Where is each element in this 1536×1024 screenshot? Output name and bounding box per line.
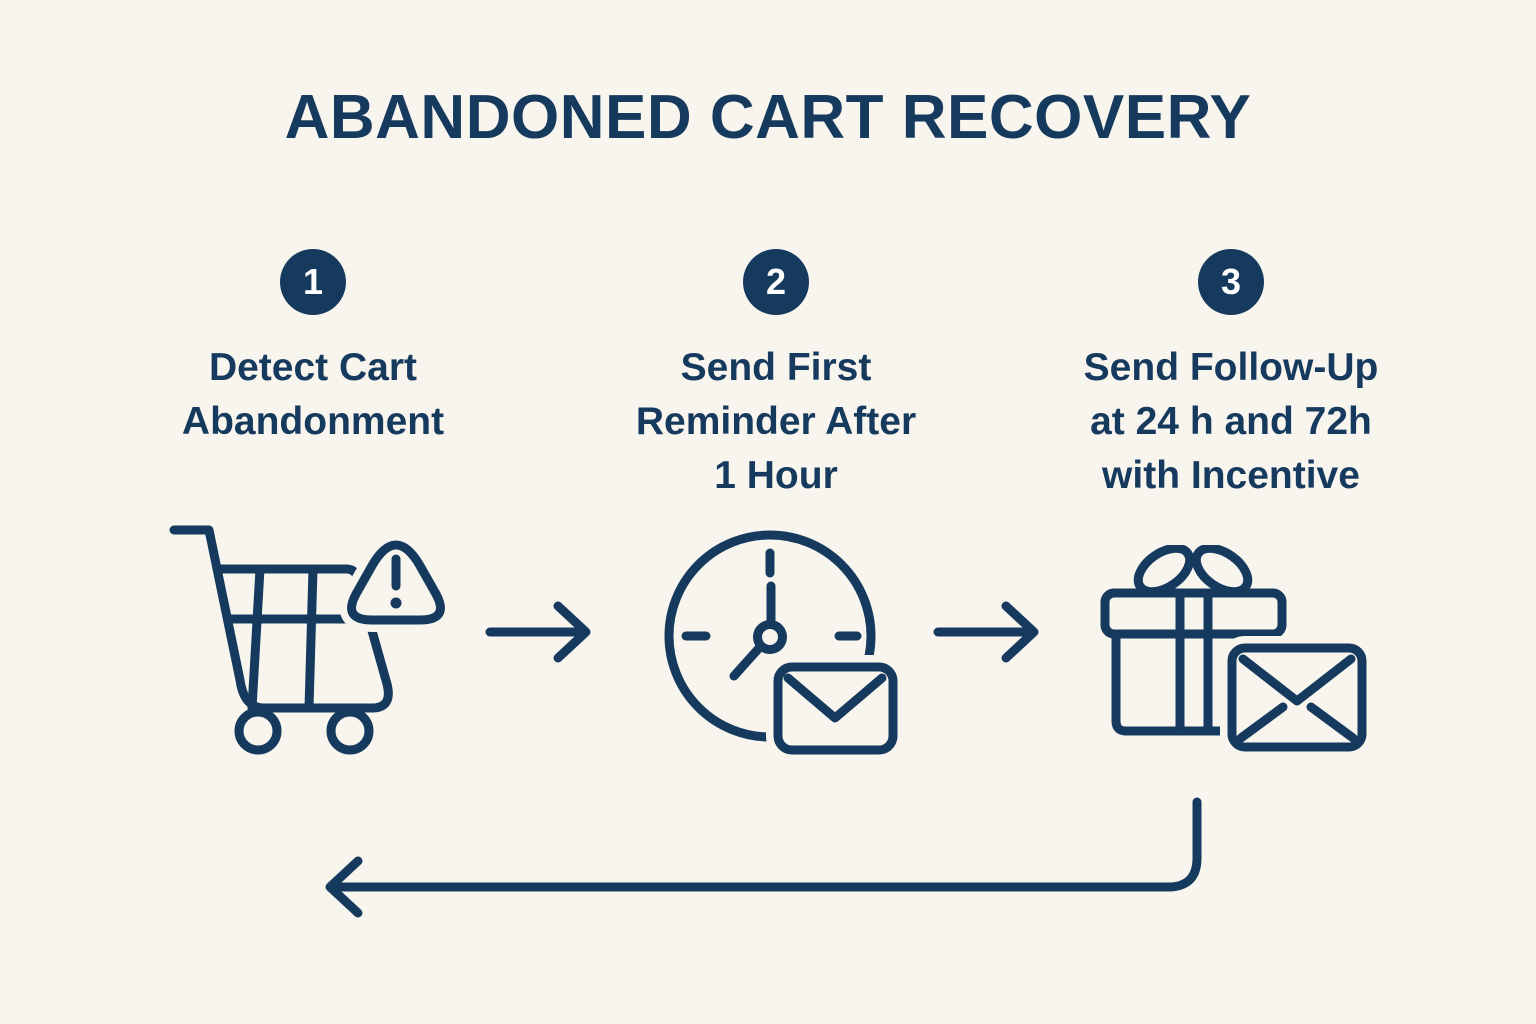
email-icon: [1220, 636, 1370, 759]
label-line: Reminder After: [635, 400, 917, 443]
loop-back-arrow-icon: [325, 797, 1202, 918]
cart-abandonment-icon: [169, 525, 453, 755]
shopping-cart-icon: [169, 525, 393, 755]
step-1-label: Detect Cart Abandonment: [73, 341, 553, 449]
label-line: 1 Hour: [714, 454, 838, 497]
incentive-gift-icon: [1100, 545, 1370, 759]
step-3-number: 3: [1220, 261, 1242, 302]
step-3-badge: 3: [1198, 249, 1264, 315]
step-2-number: 2: [765, 261, 787, 302]
label-line: Send Follow-Up: [1083, 346, 1379, 389]
arrow-step2-to-step3-icon: [933, 601, 1039, 663]
reminder-clock-icon: [664, 530, 905, 762]
arrow-step1-to-step2-icon: [485, 601, 591, 663]
label-line: Send First: [680, 346, 872, 389]
step-1-badge: 1: [280, 249, 346, 315]
warning-triangle-icon: [339, 533, 453, 632]
page-title: ABANDONED CART RECOVERY: [284, 83, 1252, 152]
label-line: Detect Cart: [208, 346, 418, 389]
step-1-number: 1: [302, 261, 324, 302]
step-2-badge: 2: [743, 249, 809, 315]
label-line: at 24 h and 72h: [1090, 400, 1372, 443]
gift-box-icon: [1100, 545, 1287, 736]
label-line: with Incentive: [1102, 454, 1360, 497]
label-line: Abandonment: [181, 400, 445, 443]
email-icon: [766, 655, 905, 762]
step-2-label: Send First Reminder After 1 Hour: [536, 341, 1016, 503]
step-3-label: Send Follow-Up at 24 h and 72h with Ince…: [991, 341, 1471, 503]
